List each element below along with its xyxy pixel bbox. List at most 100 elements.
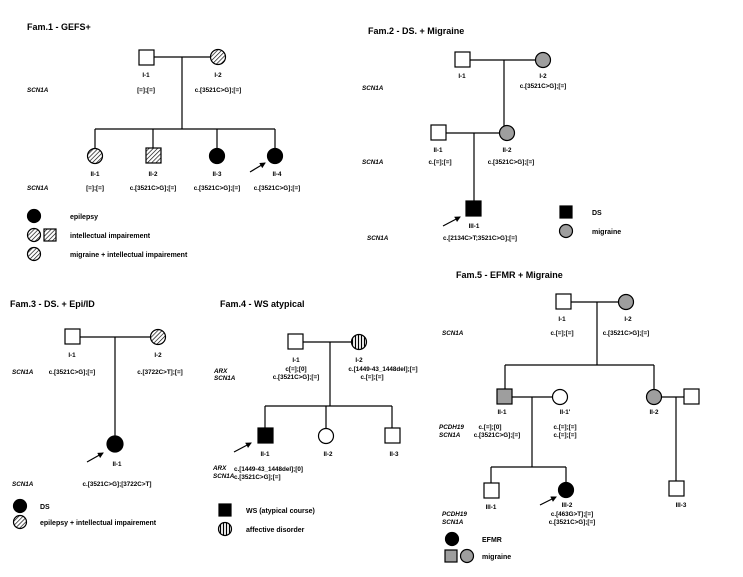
family-2-ii2-id: II-2 — [502, 147, 512, 154]
family-3-i1-male-unaffected — [64, 328, 81, 345]
family-5-gene-label-gen1: SCN1A — [442, 330, 464, 337]
legend-ds-symbol-fam3 — [12, 498, 28, 514]
family-5-gene-scn1a-gen3: SCN1A — [442, 519, 464, 526]
family-1-ii4-female-epilepsy — [266, 147, 284, 165]
family-1-i1-genotype: [=];[=] — [137, 87, 155, 94]
legend-epilepsy-ii-symbol — [12, 514, 28, 530]
family-5-i1-id: I-1 — [558, 316, 566, 323]
family-2-i1-male-unaffected — [454, 51, 471, 68]
family-4-ii1-id: II-1 — [260, 451, 270, 458]
family-4-pedigree: Fam.4 - WS atypical ARX SCN1A ARX SCN1A … — [212, 299, 418, 537]
legend-efmr-label: EFMR — [482, 537, 502, 544]
legend-affective-disorder-symbol — [217, 521, 233, 537]
family-1-ii3-female-epilepsy — [208, 147, 226, 165]
legend-ii-label: intellectual impairement — [70, 233, 151, 240]
family-5-i1-male-unaffected — [555, 293, 572, 310]
family-4-title: Fam.4 - WS atypical — [220, 299, 305, 309]
family-4-ii3-id: II-3 — [389, 451, 399, 458]
family-1-ii2-genotype: c.[3521C>G];[=] — [130, 185, 177, 192]
family-1-i2-id: I-2 — [214, 72, 222, 79]
family-2-gene-label-gen3: SCN1A — [367, 235, 389, 242]
family-2-i1-id: I-1 — [458, 73, 466, 80]
family-5-gene-scn1a-gen2: SCN1A — [439, 432, 461, 439]
family-3-i1-genotype: c.[3521C>G];[=] — [49, 369, 96, 376]
legend-epilepsy-symbol — [26, 208, 42, 224]
legend-epilepsy-label: epilepsy — [70, 214, 98, 221]
family-5-proband-arrow — [539, 496, 557, 506]
family-1-proband-arrow — [249, 162, 266, 173]
legend-ii-square-symbol — [43, 228, 57, 242]
family-5-ii1p-genotype-scn1a: c.[=];[=] — [553, 432, 576, 439]
family-5-title: Fam.5 - EFMR + Migraine — [456, 270, 563, 280]
family-1-ii1-female-migraine-ii — [86, 147, 104, 165]
family-4-i2-genotype-arx: c.[1449-43_1448del];[=] — [348, 366, 417, 373]
legend-ds-label: DS — [592, 210, 602, 217]
family-5-ii1-male-migraine — [496, 388, 513, 405]
family-1-ii4-id: II-4 — [272, 171, 282, 178]
family-5-iii2-genotype-pcdh19: c.[463G>T];[=] — [551, 511, 593, 518]
legend-efmr-symbol — [444, 531, 460, 547]
family-5-gene-pcdh19-gen2: PCDH19 — [439, 424, 464, 431]
family-3-proband-arrow — [86, 452, 104, 463]
legend-ws-symbol — [218, 503, 232, 517]
family-5-pedigree: Fam.5 - EFMR + Migraine SCN1A PCDH19 SCN… — [439, 270, 700, 564]
family-5-iii3-id: III-3 — [676, 502, 687, 509]
family-5-i2-genotype: c.[3521C>G];[=] — [603, 330, 650, 337]
legend-migraine-ii-label: migraine + intellectual impairement — [70, 252, 188, 259]
family-4-gene-arx-gen2: ARX — [212, 465, 227, 472]
legend-migraine-ii-symbol — [26, 246, 42, 262]
family-2-ii2-female-migraine — [498, 124, 516, 142]
family-1-ii2-male-ii — [145, 147, 162, 164]
family-1-ii4-genotype: c.[3521C>G];[=] — [254, 185, 301, 192]
family-1-ii2-id: II-2 — [148, 171, 158, 178]
family-5-i1-genotype: c.[=];[=] — [550, 330, 573, 337]
family-3-title: Fam.3 - DS. + Epi/ID — [10, 299, 95, 309]
family-5-ii2-spouse-male — [683, 388, 700, 405]
family-4-proband-arrow — [233, 442, 252, 453]
family-5-ii1-genotype-pcdh19: c.[=];[0] — [479, 424, 502, 431]
family-2-gene-label-gen2: SCN1A — [362, 159, 384, 166]
family-3-ii1-female-ds — [106, 435, 124, 453]
family-4-gene-arx-gen1: ARX — [213, 368, 228, 375]
family-4-i2-id: I-2 — [355, 357, 363, 364]
family-4-i2-female-affective-disorder — [350, 333, 368, 351]
family-2-ii2-genotype: c.[3521C>G];[=] — [488, 159, 535, 166]
family-2-title: Fam.2 - DS. + Migraine — [368, 26, 464, 36]
family-3-pedigree: Fam.3 - DS. + Epi/ID SCN1A SCN1A I-1 I-2… — [10, 299, 183, 530]
legend-migraine-circle-symbol — [459, 548, 475, 564]
family-3-i2-id: I-2 — [154, 352, 162, 359]
family-1-i2-genotype: c.[3521C>G];[=] — [195, 87, 242, 94]
family-5-iii1-id: III-1 — [486, 504, 497, 511]
family-5-i2-id: I-2 — [624, 316, 632, 323]
legend-epilepsy-ii-label: epilepsy + intellectual impairement — [40, 520, 157, 527]
family-3-i1-id: I-1 — [68, 352, 76, 359]
family-1-gene-label-gen1: SCN1A — [27, 87, 49, 94]
family-3-gene-label-gen1: SCN1A — [12, 369, 34, 376]
legend-migraine-square-symbol — [444, 549, 458, 563]
family-2-pedigree: Fam.2 - DS. + Migraine SCN1A SCN1A SCN1A… — [362, 26, 621, 242]
legend-migraine-symbol — [558, 223, 574, 239]
family-4-gene-scn1a-gen2: SCN1A — [213, 473, 235, 480]
family-2-ii1-genotype: c.[=];[=] — [428, 159, 451, 166]
family-5-ii1-id: II-1 — [497, 409, 507, 416]
family-5-i2-female-migraine — [617, 293, 635, 311]
family-1-pedigree: Fam.1 - GEFS+ SCN1A SCN1A I-1 I-2 [=];[=… — [26, 22, 301, 262]
family-2-iii1-genotype: c.[2134C>T;3521C>G];[=] — [443, 235, 517, 242]
family-5-ii2-female-migraine — [645, 388, 663, 406]
family-2-iii1-id: III-1 — [469, 223, 480, 230]
family-5-ii1p-id: II-1' — [560, 409, 571, 416]
family-5-ii1-genotype-scn1a: c.[3521C>G];[=] — [474, 432, 521, 439]
family-4-ii1-genotype-scn1a: c.[3521C>G];[=] — [234, 474, 281, 481]
family-1-ii3-id: II-3 — [212, 171, 222, 178]
family-4-i1-genotype-arx: c[=];[0] — [285, 366, 306, 373]
family-3-i2-genotype: c.[3722C>T];[=] — [137, 369, 183, 376]
family-4-ii1-male-ws — [257, 427, 274, 444]
family-2-i2-id: I-2 — [539, 73, 547, 80]
family-5-gene-pcdh19-gen3: PCDH19 — [442, 511, 467, 518]
legend-ds-symbol — [559, 205, 573, 219]
family-1-gene-label-gen2: SCN1A — [27, 185, 49, 192]
family-2-ii1-male-unaffected — [430, 124, 447, 141]
family-2-gene-label-gen1: SCN1A — [362, 85, 384, 92]
family-4-i2-genotype-scn1a: c.[=];[=] — [360, 374, 383, 381]
family-5-iii3-male-unaffected — [668, 480, 685, 497]
